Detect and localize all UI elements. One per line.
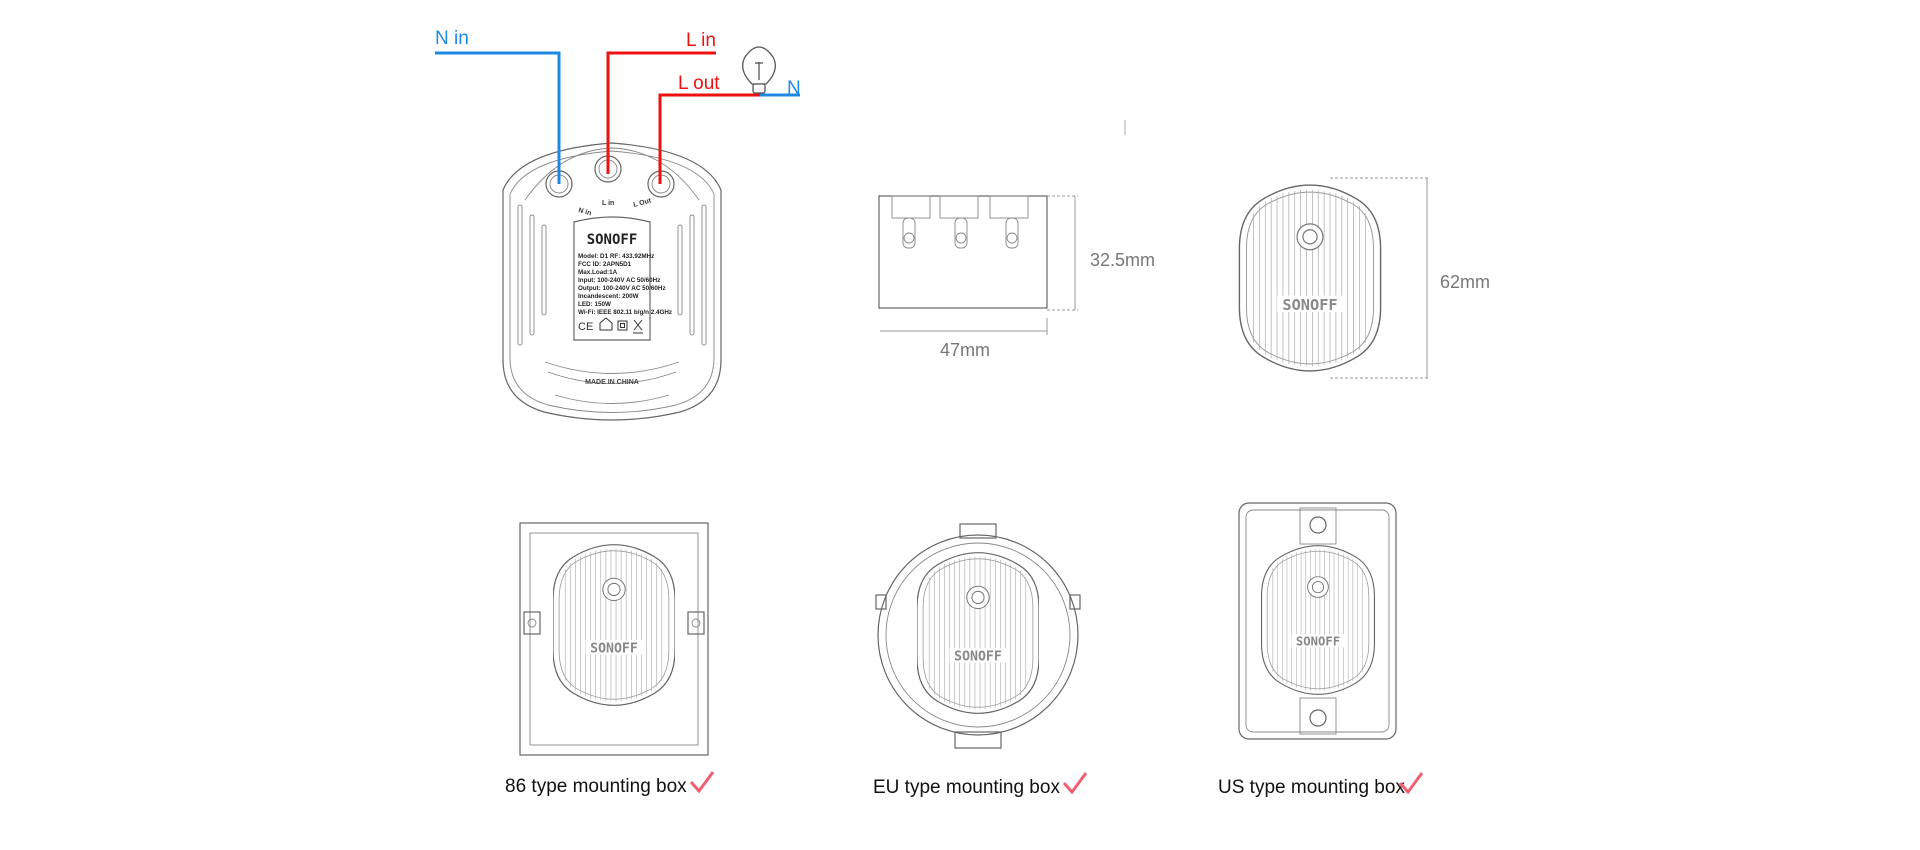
label-line: LED: 150W [578,301,611,308]
neutral-in-wire [435,51,561,184]
check-icon [689,771,715,794]
caption-us-text: US type mounting box [1218,777,1405,798]
made-in-china-text: MADE IN CHINA [585,379,639,386]
caption-eu-text: EU type mounting box [873,777,1060,798]
label-line: Input: 100-240V AC 50/60Hz [578,277,660,284]
label-line: Model: D1 RF: 433.92MHz [578,253,654,260]
terminal-label-l-in: L in [602,200,614,207]
certification-icons: CE [578,317,643,334]
label-line: Wi-Fi: IEEE 802.11 b/g/n 2.4GHz [578,309,672,316]
mounting-eu-box [875,523,1081,749]
wiring-diagram: N in L in L out N [435,28,801,184]
caption-86-text: 86 type mounting box [505,776,687,797]
width-dimension: 47mm [940,340,990,360]
l-in-label: L in [686,30,716,51]
l-out-label: L out [678,73,720,94]
n-in-label: N in [435,28,469,49]
device-side-view: 32.5mm 47mm [878,120,1155,360]
label-line: FCC ID: 2APN5D1 [578,261,632,268]
caption-86: 86 type mounting box [505,771,715,797]
device-top-view: 62mm [1238,177,1490,379]
check-icon [1062,772,1088,795]
mounting-us-box [1238,502,1397,740]
label-line: Max.Load:1A [578,269,618,276]
height-dimension: 32.5mm [1090,250,1155,270]
device-front-view: N in L in L Out SONOFF Model: D1 RF: 433… [502,142,722,421]
svg-text:CE: CE [578,321,593,333]
label-line: Output: 100-240V AC 50/60Hz [578,285,666,292]
mounting-86-box [519,522,709,756]
caption-eu: EU type mounting box [873,772,1088,798]
caption-us: US type mounting box [1218,772,1424,798]
light-bulb-icon [742,46,776,94]
live-in-wire [606,51,716,174]
terminal-label-n-in: N in [577,207,592,217]
label-line: Incandescent: 200W [578,293,639,300]
length-dimension: 62mm [1440,272,1490,292]
terminal-label-l-out: L Out [633,197,653,209]
check-icon [1398,772,1424,795]
brand-logo: SONOFF [587,232,638,248]
live-out-wire [658,93,760,184]
